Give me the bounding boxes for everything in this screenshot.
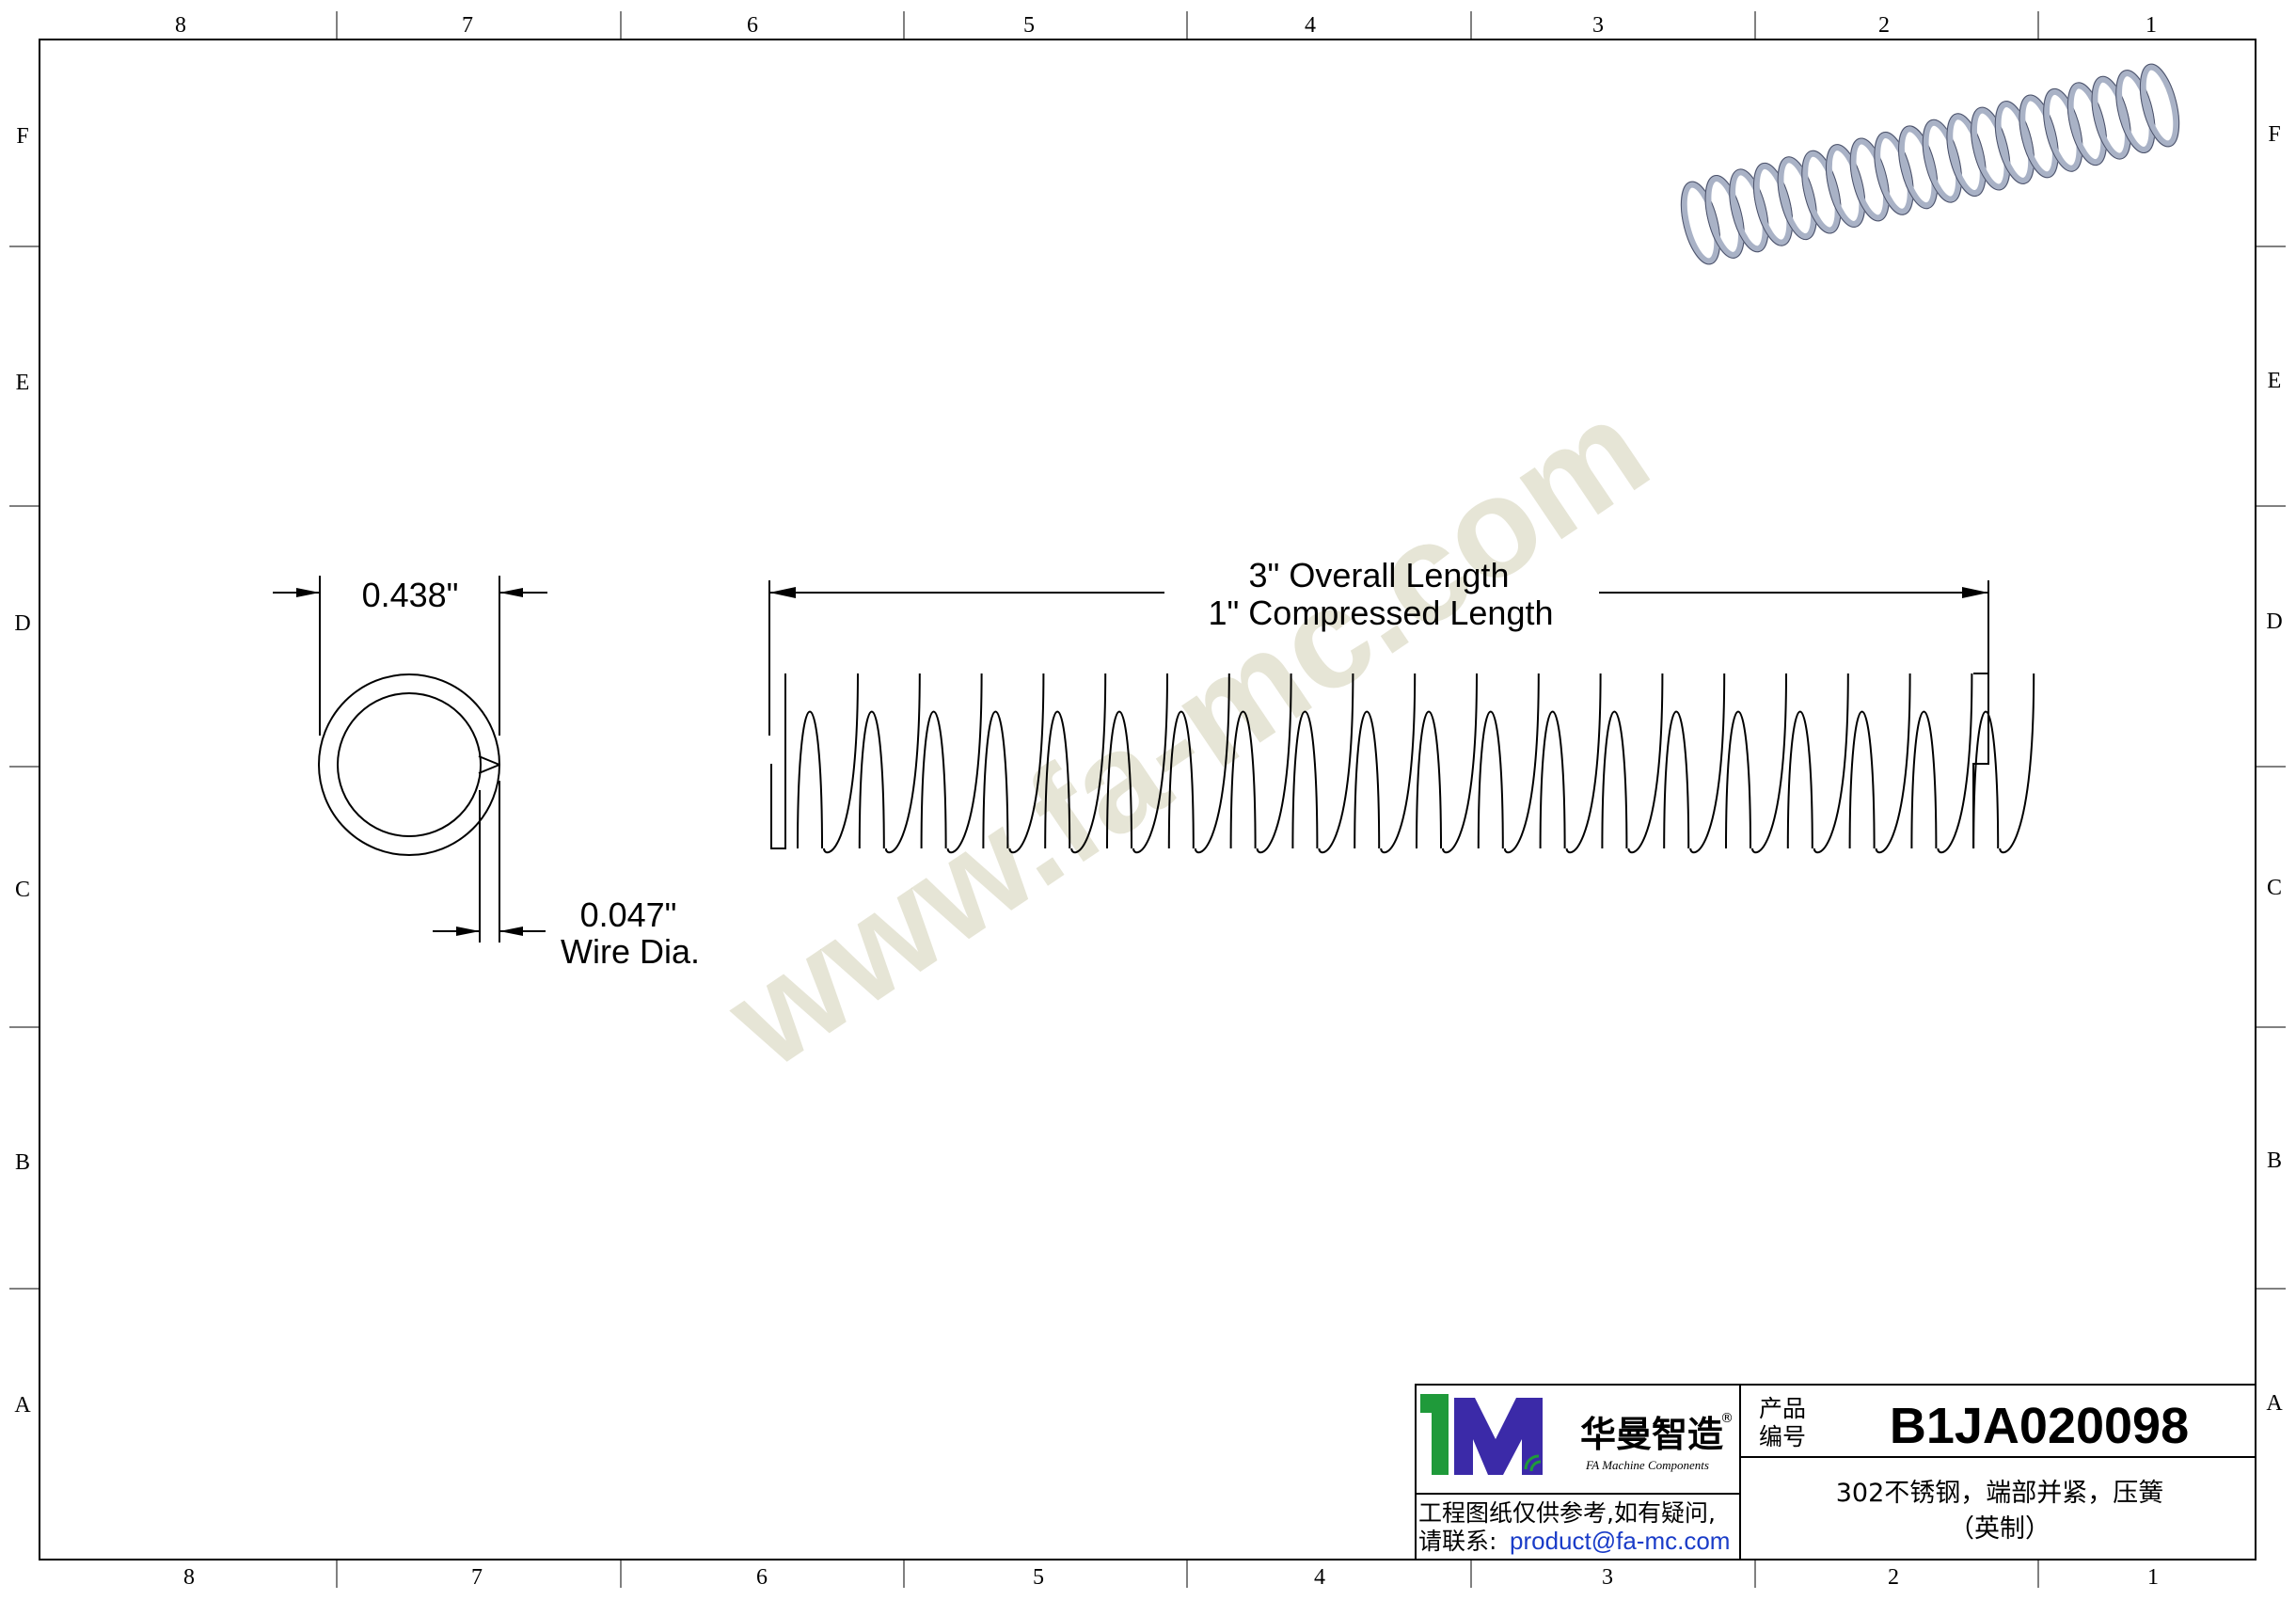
spring-3d-view [1680, 63, 2180, 265]
spring-3d-coil [1729, 168, 1769, 253]
zone-col-1-bottom: 1 [2147, 1565, 2159, 1590]
spring-3d-coil-outline [1994, 101, 2035, 184]
zone-row-d-left: D [14, 611, 30, 636]
spring-3d-coil [1874, 131, 1914, 215]
spring-3d-coil [1994, 101, 2035, 184]
spring-3d-coil-outline [1729, 168, 1769, 253]
zone-col-7-bottom: 7 [471, 1565, 483, 1590]
disclaimer-line: 工程图纸仅供参考,如有疑问, [1418, 1499, 1716, 1527]
wire-diameter-value: 0.047" [580, 895, 677, 934]
contact-label: 请联系: [1418, 1528, 1496, 1555]
spring-3d-coil [1704, 175, 1745, 259]
spring-3d-coil-outline [2091, 75, 2131, 160]
spring-3d-coil [1680, 181, 1721, 265]
outer-diameter-dimension [273, 576, 547, 736]
logo-one-mark [1420, 1394, 1449, 1475]
zone-row-a-left: A [14, 1393, 31, 1418]
spring-3d-coil-outline [2115, 70, 2156, 153]
outer-diameter-label: 0.438" [362, 576, 459, 614]
spring-3d-coil-outline [1801, 150, 1842, 234]
company-logo [1420, 1394, 1543, 1475]
logo-m-mark [1454, 1398, 1543, 1475]
company-name-en: FA Machine Components [1585, 1458, 1709, 1472]
zone-col-4-bottom: 4 [1314, 1565, 1325, 1590]
zone-row-a-right: A [2266, 1391, 2283, 1416]
title-block [1415, 1384, 2256, 1560]
contact-email-link[interactable]: product@fa-mc.com [1510, 1527, 1730, 1555]
spring-3d-coil-outline [2139, 63, 2180, 148]
logo-signal-icon [1524, 1454, 1540, 1470]
spring-coil-path [770, 673, 2035, 854]
spring-3d-coil-outline [1680, 181, 1721, 265]
product-description: 302不锈钢，端部并紧，压簧 [1836, 1479, 2164, 1508]
spring-3d-coil [2091, 75, 2131, 160]
spring-3d-coil-outline [2066, 82, 2108, 166]
zone-row-c-right: C [2267, 876, 2282, 900]
product-description-unit: （英制） [1949, 1514, 2051, 1544]
wire-diameter-label: Wire Dia. [561, 932, 700, 971]
registered-mark: ® [1720, 1411, 1734, 1426]
spring-end-view [318, 673, 500, 856]
watermark: www.fa-mc.com [699, 369, 1674, 1098]
spring-3d-coil [1825, 144, 1866, 228]
spring-side-view [770, 673, 2035, 854]
zone-col-5-top: 5 [1023, 13, 1035, 38]
zone-col-5-bottom: 5 [1033, 1565, 1044, 1590]
zone-row-f-left: F [16, 124, 28, 149]
zone-col-8-bottom: 8 [183, 1565, 195, 1590]
zone-col-2-bottom: 2 [1888, 1565, 1899, 1590]
zone-col-1-top: 1 [2146, 13, 2157, 38]
spring-3d-coil [1752, 162, 1794, 246]
zone-col-2-top: 2 [1878, 13, 1890, 38]
compressed-length-label: 1" Compressed Length [1209, 594, 1554, 632]
zone-row-f-right: F [2268, 122, 2280, 147]
spring-3d-coil [2139, 63, 2180, 148]
spring-3d-coil-outline [1922, 119, 1962, 203]
spring-3d-coil [2019, 94, 2059, 179]
spring-3d-coil [1897, 125, 1939, 210]
spring-3d-coil [1922, 119, 1963, 203]
zone-row-e-left: E [16, 371, 30, 395]
product-number: B1JA020098 [1890, 1398, 2189, 1454]
zone-row-e-right: E [2268, 369, 2282, 393]
zone-row-c-left: C [15, 878, 30, 902]
zone-col-8-top: 8 [175, 13, 186, 38]
spring-3d-coil [1970, 106, 2011, 191]
product-no-label-2: 编号 [1759, 1423, 1806, 1450]
zone-row-b-left: B [15, 1150, 30, 1175]
spring-3d-coil [2115, 70, 2156, 153]
spring-3d-coil [2066, 82, 2108, 166]
zone-col-6-top: 6 [747, 13, 758, 38]
spring-3d-coil-outline [2043, 87, 2083, 172]
spring-3d-coil-outline [1898, 125, 1939, 210]
spring-3d-coil-outline [2019, 94, 2059, 179]
zone-col-3-top: 3 [1592, 13, 1604, 38]
zone-row-d-right: D [2266, 610, 2282, 634]
spring-3d-coil-outline [1777, 156, 1817, 241]
spring-3d-coil-outline [1752, 162, 1794, 246]
zone-col-6-bottom: 6 [756, 1565, 768, 1590]
spring-3d-coil [1801, 150, 1842, 234]
zone-col-7-top: 7 [462, 13, 473, 38]
spring-3d-coil [1777, 156, 1817, 241]
spring-3d-coil-outline [1704, 175, 1745, 259]
zone-col-4-top: 4 [1305, 13, 1316, 38]
spring-3d-coil [1849, 137, 1891, 222]
overall-length-label: 3" Overall Length [1249, 556, 1510, 594]
spring-3d-coil-outline [1946, 113, 1987, 198]
zone-col-3-bottom: 3 [1602, 1565, 1613, 1590]
company-name-cn: 华曼智造 [1580, 1414, 1723, 1455]
spring-3d-coil [1946, 113, 1987, 198]
spring-3d-coil-outline [1849, 137, 1890, 222]
drawing-frame [39, 39, 2256, 1560]
zone-row-b-right: B [2267, 1149, 2282, 1173]
spring-3d-coil-outline [1971, 106, 2011, 191]
zone-ticks [9, 11, 2286, 1588]
spring-3d-coil-outline [1826, 144, 1866, 228]
spring-3d-coil [2043, 87, 2083, 172]
spring-3d-coil-outline [1874, 131, 1914, 215]
product-no-label-1: 产品 [1759, 1395, 1806, 1422]
wire-diameter-dimension [433, 781, 546, 943]
